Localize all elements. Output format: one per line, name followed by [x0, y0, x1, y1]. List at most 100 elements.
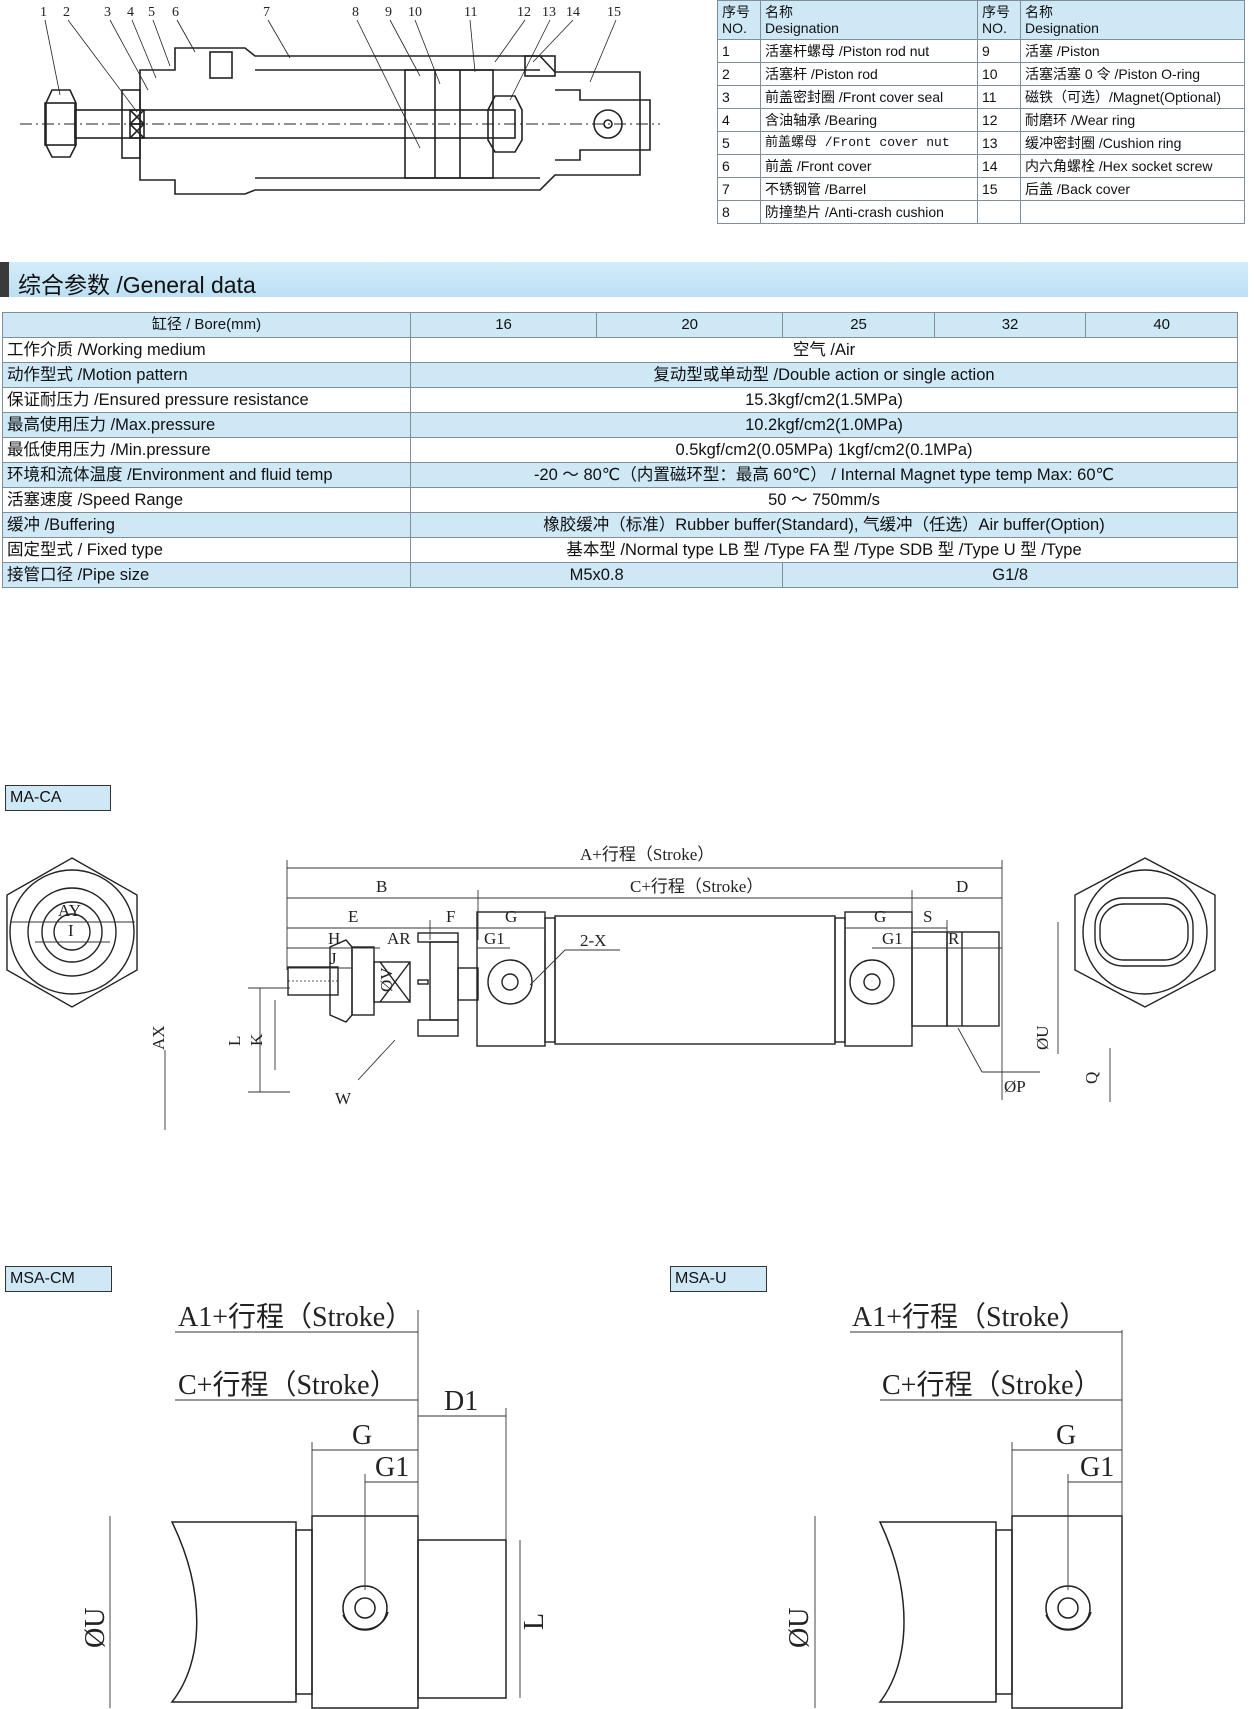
part-name: 活塞 /Piston	[1020, 39, 1245, 63]
part-name: 活塞杆螺母 /Piston rod nut	[760, 39, 978, 63]
dim-g1: G1	[375, 1452, 409, 1483]
dim-k: K	[247, 1033, 266, 1046]
row-value: 复动型或单动型 /Double action or single action	[410, 362, 1238, 388]
callout-6: 6	[172, 5, 179, 20]
model-tag-msa-u: MSA-U	[670, 1266, 767, 1292]
bore-value: 20	[596, 312, 784, 338]
callout-4: 4	[127, 5, 134, 20]
callout-11: 11	[464, 5, 477, 20]
dim-c-stroke: C+行程（Stroke）	[882, 1369, 1102, 1401]
part-no: 1	[717, 39, 761, 63]
row-label: 环境和流体温度 /Environment and fluid temp	[2, 462, 411, 488]
part-name: 防撞垫片 /Anti-crash cushion	[760, 200, 978, 224]
row-label: 接管口径 /Pipe size	[2, 562, 411, 588]
row-value: 50 ～ 750mm/s	[410, 487, 1238, 513]
part-no: 5	[717, 131, 761, 155]
row-value: 基本型 /Normal type LB 型 /Type FA 型 /Type S…	[410, 537, 1238, 563]
bore-row: 缸径 / Bore(mm) 16 20 25 32 40	[2, 312, 1238, 338]
cylinder-cross-section: 1 2 3 4 5 6 7 8 9 10 11 12 13 14 15	[20, 5, 660, 195]
bore-value: 16	[409, 312, 598, 338]
header-name-en: Designation	[1025, 20, 1099, 36]
dim-a1-stroke: A1+行程（Stroke）	[178, 1301, 413, 1333]
dim-g1-right: G1	[882, 929, 903, 948]
part-no: 11	[977, 85, 1021, 109]
part-no: 7	[717, 177, 761, 201]
callout-15: 15	[607, 5, 621, 20]
dim-d1: D1	[444, 1386, 478, 1417]
bore-value: 25	[782, 312, 935, 338]
part-name: 后盖 /Back cover	[1020, 177, 1245, 201]
dim-c-stroke: C+行程（Stroke）	[178, 1369, 398, 1401]
callout-5: 5	[148, 5, 155, 20]
model-tag-msa-cm: MSA-CM	[5, 1266, 112, 1292]
callout-2: 2	[63, 5, 70, 20]
dim-g1: G1	[1080, 1452, 1114, 1483]
dim-q: Q	[1082, 1072, 1101, 1084]
part-name: 缓冲密封圈 /Cushion ring	[1020, 131, 1245, 155]
section-title: 综合参数 /General data	[18, 272, 256, 298]
section-banner: 综合参数 /General data	[0, 262, 1248, 298]
part-name: 活塞活塞 0 令 /Piston O-ring	[1020, 62, 1245, 86]
part-no: 10	[977, 62, 1021, 86]
header-no-cn: 序号	[722, 4, 750, 20]
part-name: 磁铁（可选）/Magnet(Optional)	[1020, 85, 1245, 109]
part-no: 15	[977, 177, 1021, 201]
row-value: 0.5kgf/cm2(0.05MPa) 1kgf/cm2(0.1MPa)	[410, 437, 1238, 463]
part-name: 前盖 /Front cover	[760, 154, 978, 178]
callout-1: 1	[40, 5, 47, 20]
dim-f: F	[446, 907, 455, 926]
dim-v: ØV	[377, 967, 396, 992]
part-name: 前盖密封圈 /Front cover seal	[760, 85, 978, 109]
dim-ar: AR	[387, 929, 411, 948]
row-label: 固定型式 / Fixed type	[2, 537, 411, 563]
part-name: 活塞杆 /Piston rod	[760, 62, 978, 86]
header-no-en: NO.	[722, 20, 747, 36]
dim-a-stroke: A+行程（Stroke）	[580, 845, 714, 864]
callout-7: 7	[263, 5, 270, 20]
dim-j: J	[330, 949, 337, 968]
bore-value: 40	[1085, 312, 1238, 338]
row-label: 最高使用压力 /Max.pressure	[2, 412, 411, 438]
dim-b: B	[376, 877, 387, 896]
row-value: 10.2kgf/cm2(1.0MPa)	[410, 412, 1238, 438]
part-name: 前盖螺母 /Front cover nut	[760, 131, 978, 155]
callout-3: 3	[104, 5, 111, 20]
ma-ca-dimensions: A+行程（Stroke） B C+行程（Stroke） D E F G G S …	[10, 845, 1111, 1130]
dim-s: S	[923, 907, 932, 926]
dim-i: I	[68, 921, 74, 940]
dim-g-left: G	[505, 907, 517, 926]
dim-ax: AX	[149, 1025, 168, 1050]
dim-u: ØU	[1033, 1025, 1052, 1050]
table-row: 环境和流体温度 /Environment and fluid temp-20 ～…	[2, 462, 1238, 488]
ma-ca-dimension-drawing	[6, 857, 1216, 1047]
dim-g: G	[352, 1420, 372, 1451]
banner-accent-bar	[0, 262, 9, 297]
part-no: 9	[977, 39, 1021, 63]
dim-h: H	[328, 929, 340, 948]
dim-a1-stroke: A1+行程（Stroke）	[852, 1301, 1087, 1333]
pipe-size-large: G1/8	[782, 562, 1238, 588]
dim-g-right: G	[874, 907, 886, 926]
row-label: 保证耐压力 /Ensured pressure resistance	[2, 387, 411, 413]
part-no: 3	[717, 85, 761, 109]
msa-u-drawing: A1+行程（Stroke） C+行程（Stroke） G G1 ØU	[784, 1301, 1123, 1709]
dim-g: G	[1056, 1420, 1076, 1451]
header-name-cn: 名称	[1025, 4, 1053, 20]
dim-u: ØU	[80, 1608, 111, 1648]
dim-g1-left: G1	[484, 929, 505, 948]
dim-p: ØP	[1004, 1077, 1026, 1096]
